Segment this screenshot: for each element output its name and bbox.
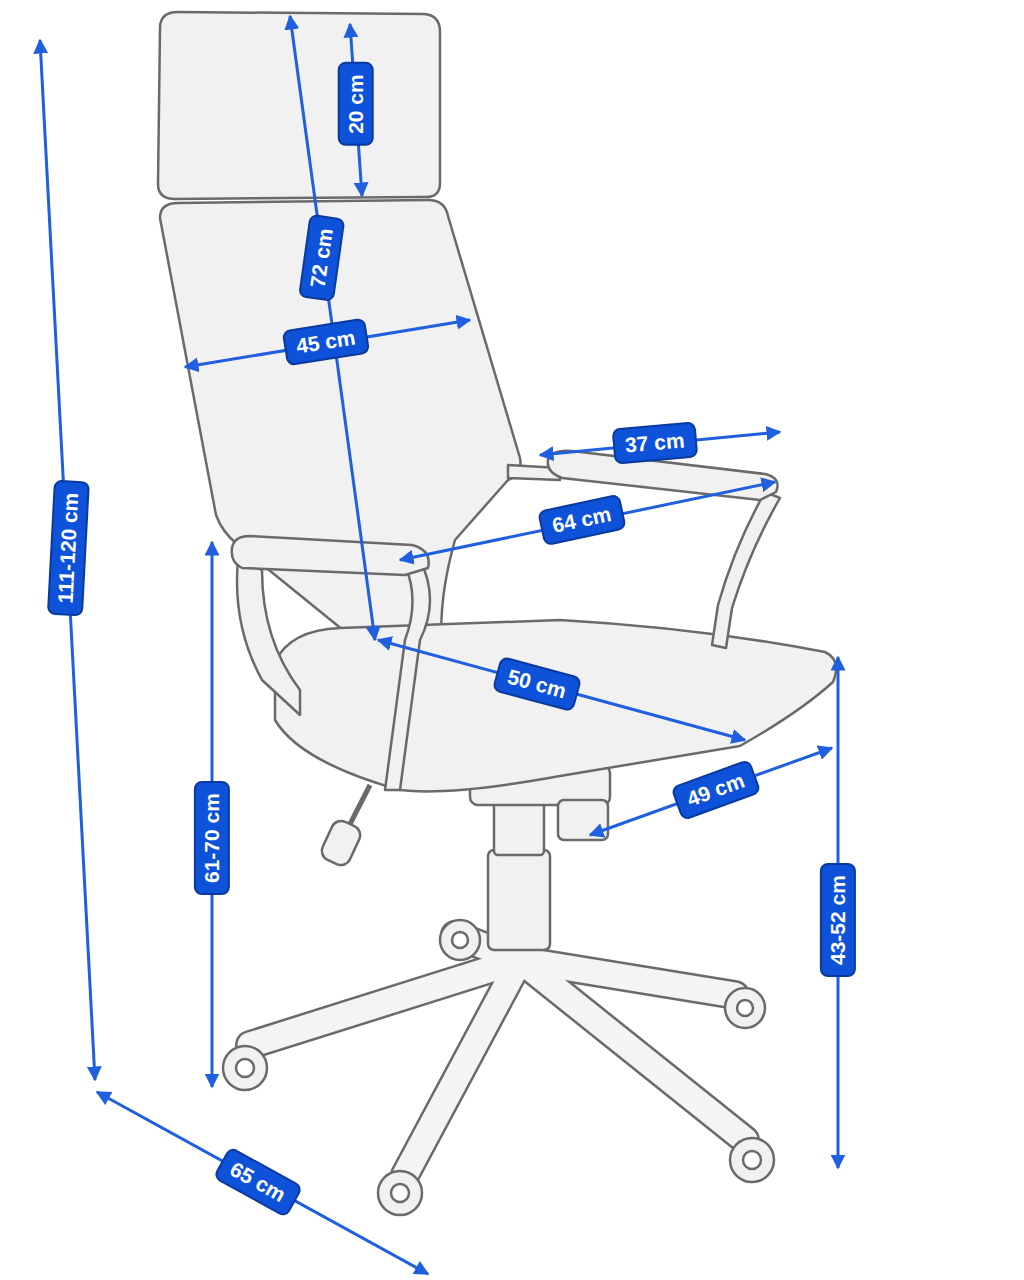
right-arm-support bbox=[712, 492, 780, 648]
chair-drawing bbox=[158, 12, 836, 1215]
chair-base bbox=[223, 920, 774, 1215]
dimension-label: 43-52 cm bbox=[820, 863, 856, 977]
caster-wheels bbox=[223, 920, 774, 1215]
dimension-label: 111-120 cm bbox=[46, 480, 89, 617]
dimension-label: 20 cm bbox=[338, 62, 374, 146]
dimension-line bbox=[40, 40, 95, 1080]
gas-cylinder bbox=[488, 850, 550, 950]
lever-handle bbox=[319, 818, 364, 869]
dimension-label: 37 cm bbox=[612, 421, 698, 464]
left-arm-frame bbox=[385, 560, 430, 790]
dimension-line bbox=[97, 1092, 428, 1274]
dimension-line bbox=[400, 482, 775, 560]
dimension-arrows bbox=[40, 16, 838, 1274]
dimension-line bbox=[590, 748, 832, 835]
dimension-label: 49 cm bbox=[671, 759, 762, 822]
seat-cushion bbox=[275, 620, 836, 791]
height-lever bbox=[348, 785, 370, 828]
left-arm-support bbox=[237, 560, 300, 715]
dimension-line bbox=[378, 640, 745, 740]
dimension-label: 61-70 cm bbox=[194, 781, 230, 895]
dimension-label: 65 cm bbox=[213, 1146, 304, 1218]
dimension-label: 64 cm bbox=[537, 494, 626, 547]
seat-knob bbox=[558, 800, 608, 840]
backrest bbox=[160, 200, 521, 660]
headrest bbox=[158, 12, 440, 199]
left-armrest-pad bbox=[232, 536, 429, 575]
